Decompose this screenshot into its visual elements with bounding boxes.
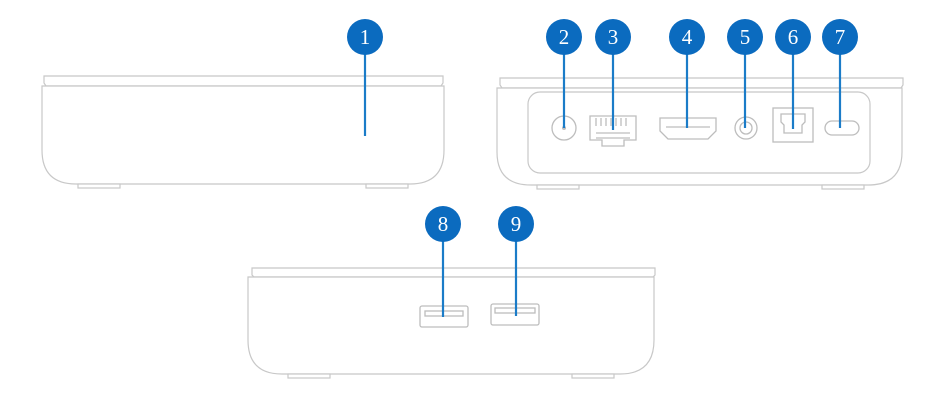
callout-4: 4	[669, 19, 705, 128]
callout-number: 6	[788, 25, 799, 49]
callout-6: 6	[775, 19, 811, 129]
callout-2: 2	[546, 19, 582, 128]
device-rear-view	[496, 77, 904, 190]
callout-8: 8	[425, 206, 461, 317]
callout-5: 5	[727, 19, 763, 128]
callout-7: 7	[822, 19, 858, 128]
callout-number: 8	[438, 212, 449, 236]
device-front-view	[41, 75, 445, 189]
callout-9: 9	[498, 206, 534, 316]
callout-number: 5	[740, 25, 751, 49]
callout-number: 9	[511, 212, 522, 236]
device-side-view	[247, 267, 656, 379]
callout-3: 3	[595, 19, 631, 130]
ethernet-port-icon	[589, 115, 637, 147]
usb-c-port-icon	[824, 120, 860, 136]
callout-number: 7	[835, 25, 846, 49]
callout-number: 2	[559, 25, 570, 49]
callout-number: 1	[360, 25, 371, 49]
callout-1: 1	[347, 19, 383, 136]
callout-number: 4	[682, 25, 693, 49]
callout-number: 3	[608, 25, 619, 49]
